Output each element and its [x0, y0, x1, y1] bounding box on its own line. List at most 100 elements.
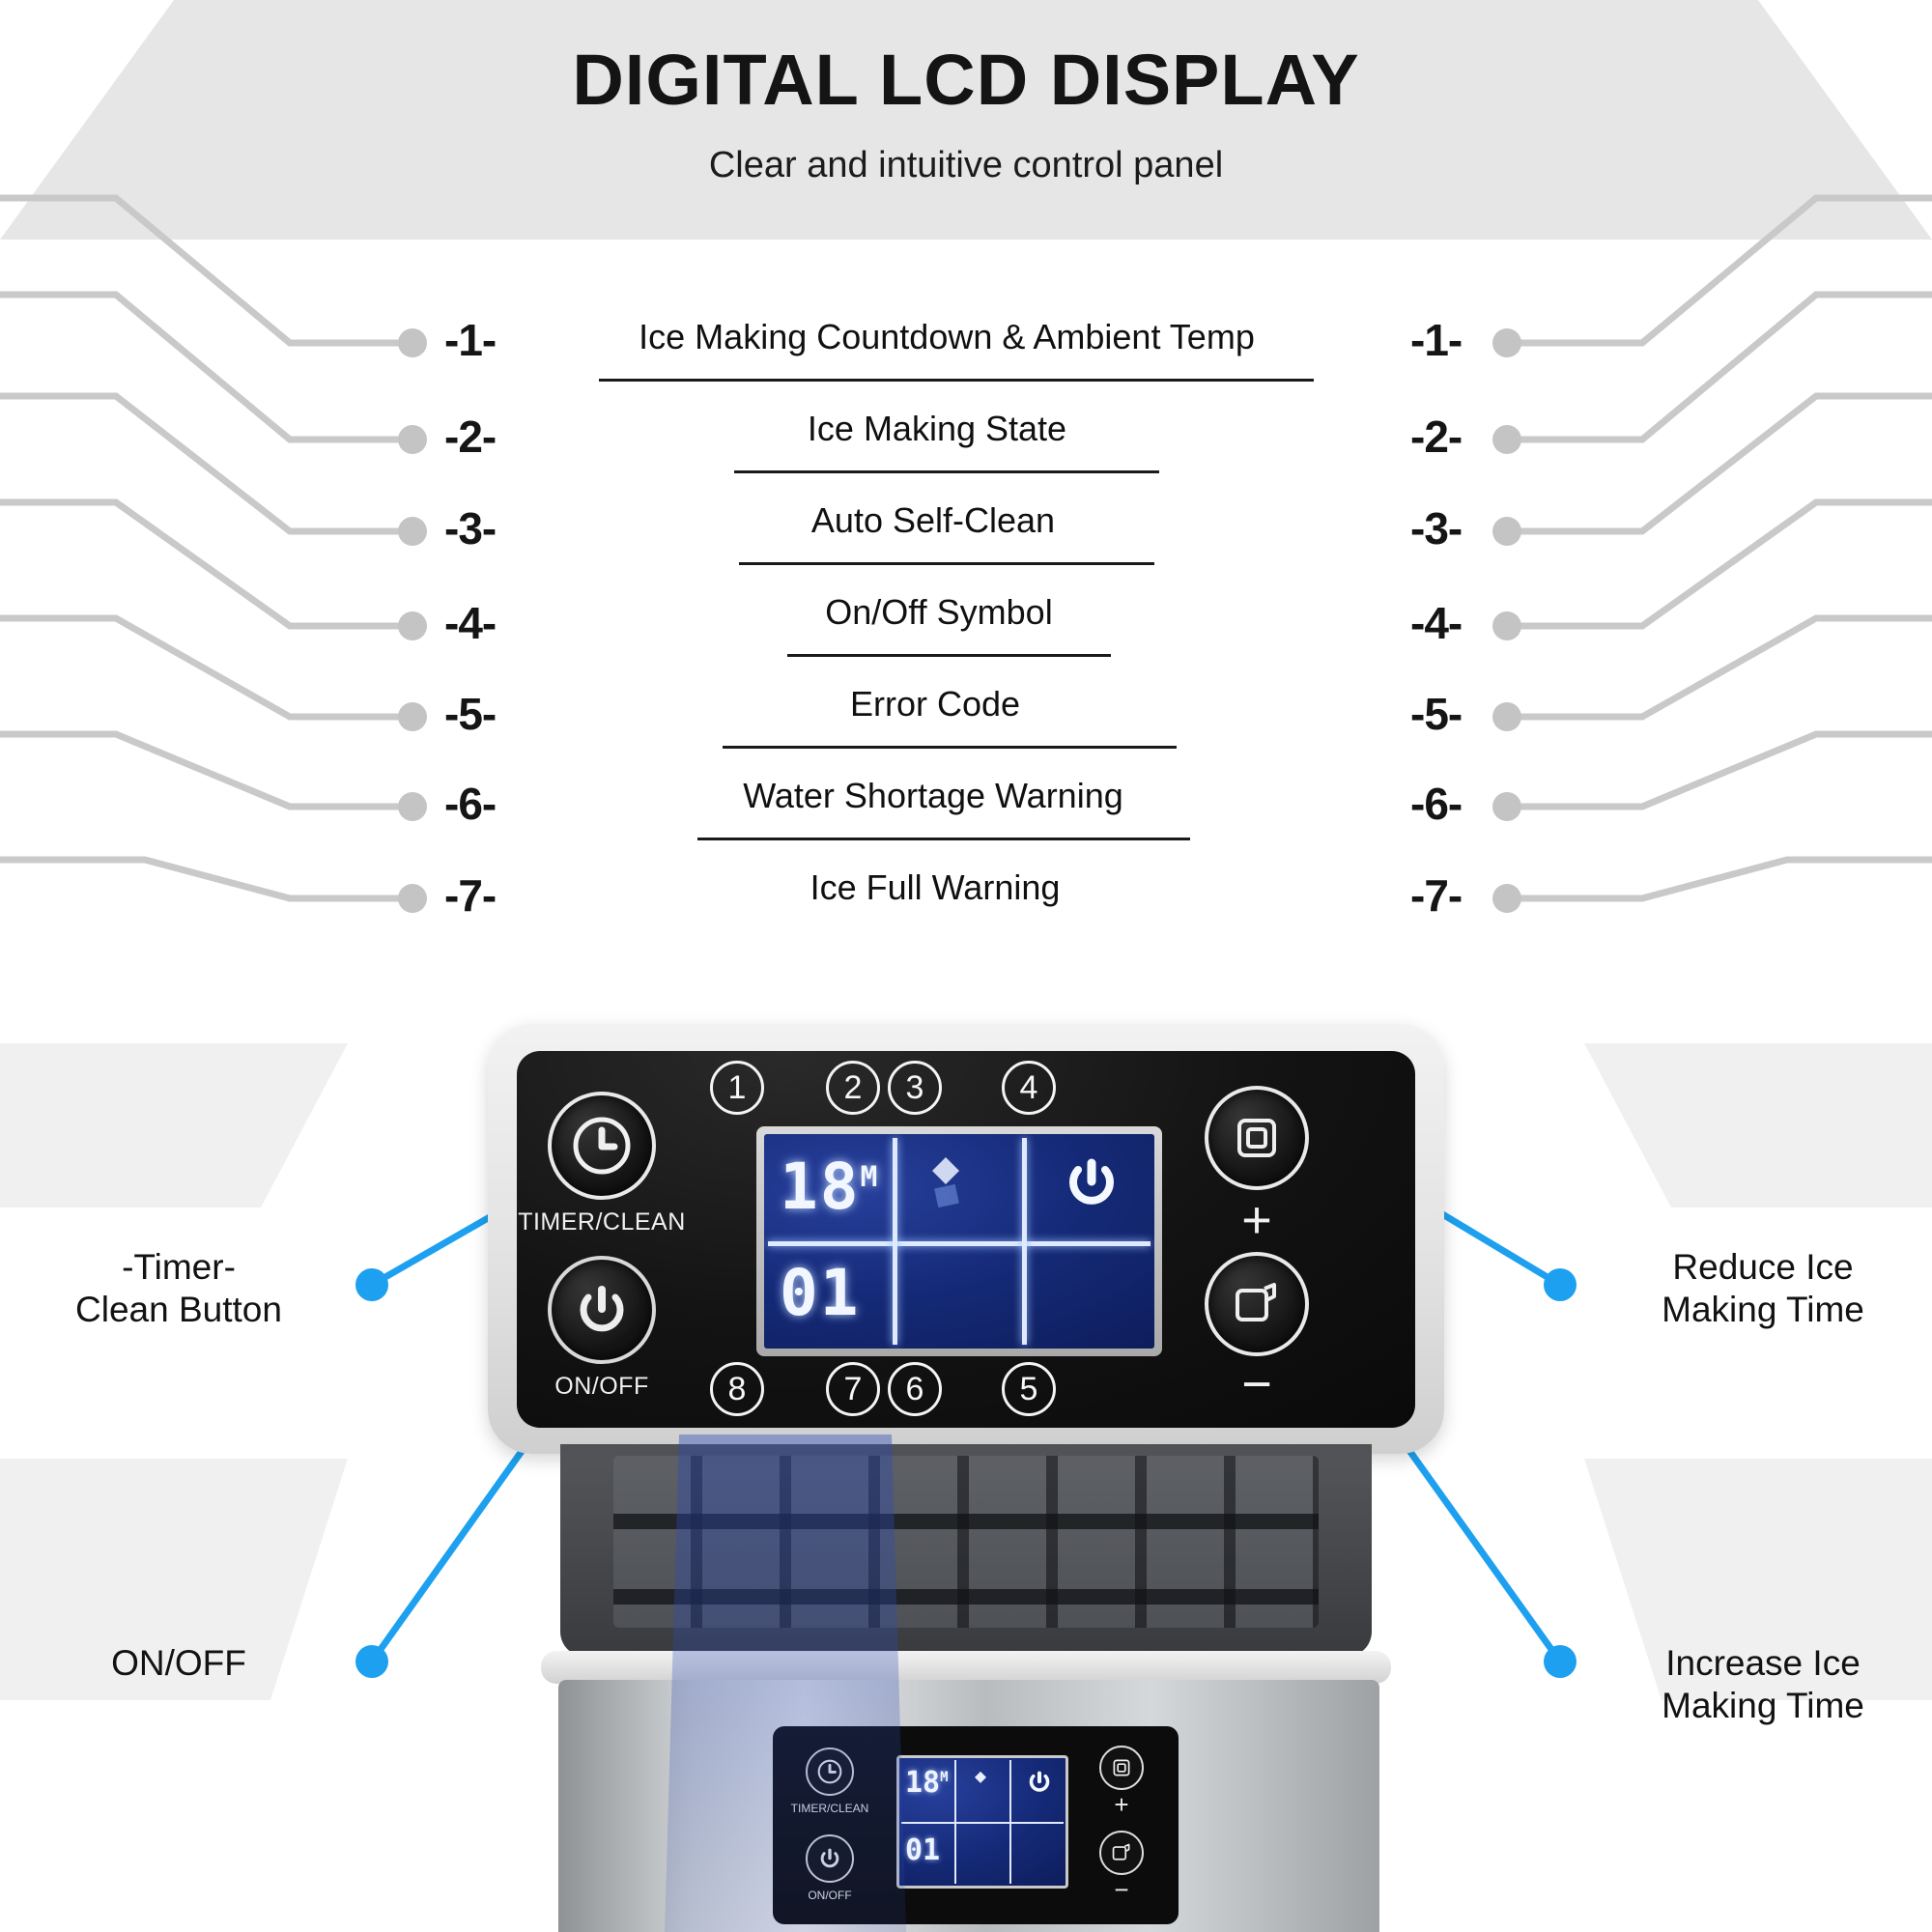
large-ice-cube-icon: [1112, 1843, 1130, 1861]
lcd-horizontal-divider: [768, 1241, 1151, 1246]
legend-text-1: Ice Making Countdown & Ambient Temp: [639, 317, 1255, 356]
callout-reduce-time: Reduce Ice Making Time: [1662, 1247, 1864, 1329]
lcd-vertical-divider-left: [893, 1138, 898, 1345]
mini-ice-making-icon: [975, 1771, 986, 1783]
legend-row: Error Code: [580, 676, 1314, 768]
ice-bin-shelf: [613, 1589, 1319, 1605]
mini-reduce-time-button[interactable]: [1099, 1746, 1144, 1790]
right-marker-dot: [1492, 702, 1521, 731]
right-marker-dot: [1492, 884, 1521, 913]
lcd-vertical-divider-right: [1021, 1138, 1027, 1345]
reduce-time-button[interactable]: [1205, 1086, 1309, 1190]
legend-text-6: Water Shortage Warning: [743, 776, 1123, 815]
legend-row: Water Shortage Warning: [580, 768, 1314, 860]
left-number-4: -4-: [444, 598, 497, 648]
minus-symbol: −: [1241, 1355, 1272, 1413]
marker-6: 6: [888, 1362, 942, 1416]
header-band: [0, 0, 1932, 240]
ice-bin-shelf: [613, 1514, 1319, 1529]
left-number-6: -6-: [444, 779, 497, 829]
mini-lcd-screen: 18M 01: [896, 1755, 1068, 1889]
right-number-7: -7-: [1410, 870, 1463, 921]
control-panel-enlarged: 1 2 3 4 8 7 6 5 TIMER/CLEAN: [488, 1024, 1444, 1454]
power-icon: [820, 1848, 839, 1868]
legend-text-3: Auto Self-Clean: [810, 500, 1056, 540]
right-marker-dot: [1492, 611, 1521, 640]
mini-timer-clean-label: TIMER/CLEAN: [790, 1802, 869, 1815]
legend-rule: [723, 746, 1177, 749]
power-icon: [580, 1286, 624, 1332]
lcd-bezel: 18M 01: [756, 1126, 1162, 1356]
left-marker-dot: [398, 884, 427, 913]
mini-minus-symbol: −: [1114, 1875, 1129, 1904]
left-number-2: -2-: [444, 412, 497, 462]
lcd-countdown-value: 18M: [780, 1150, 879, 1224]
power-label: ON/OFF: [554, 1373, 649, 1400]
legend-text-5: Error Code: [849, 684, 1021, 724]
plus-symbol: +: [1241, 1191, 1272, 1249]
timer-clean-button[interactable]: [548, 1092, 656, 1200]
leader-dot-timer: [355, 1268, 388, 1301]
leader-dot-reduce: [1544, 1268, 1577, 1301]
left-number-1: -1-: [444, 315, 497, 365]
mini-increase-time-button[interactable]: [1099, 1831, 1144, 1875]
mini-power-button[interactable]: [806, 1834, 854, 1883]
callout-increase-time: Increase Ice Making Time: [1662, 1643, 1864, 1725]
right-number-3: -3-: [1410, 503, 1463, 554]
left-number-5: -5-: [444, 689, 497, 739]
page-subtitle: Clear and intuitive control panel: [708, 145, 1224, 185]
increase-time-button[interactable]: [1205, 1252, 1309, 1356]
control-panel-face: 1 2 3 4 8 7 6 5 TIMER/CLEAN: [517, 1051, 1415, 1428]
right-number-5: -5-: [1410, 689, 1463, 739]
left-marker-dot: [398, 517, 427, 546]
left-marker-dot: [398, 425, 427, 454]
lcd-power-icon: [1069, 1158, 1114, 1205]
page-title: DIGITAL LCD DISPLAY: [572, 40, 1360, 120]
mini-lcd-power-icon: [1029, 1771, 1050, 1792]
clock-icon: [573, 1117, 631, 1175]
marker-5: 5: [1002, 1362, 1056, 1416]
legend-list: Ice Making Countdown & Ambient Temp Ice …: [580, 309, 1314, 952]
mini-lcd-secondary: 01: [905, 1833, 941, 1867]
left-number-3: -3-: [444, 503, 497, 554]
right-marker-dot: [1492, 517, 1521, 546]
marker-7: 7: [826, 1362, 880, 1416]
power-button[interactable]: [548, 1256, 656, 1364]
ice-making-icon: [932, 1157, 959, 1208]
ice-maker-machine: TIMER/CLEAN ON/OFF 18M 01: [483, 1444, 1449, 1932]
legend-row: Ice Full Warning: [580, 860, 1314, 952]
left-marker-dot: [398, 611, 427, 640]
legend-rule: [697, 838, 1190, 840]
legend-row: Ice Making Countdown & Ambient Temp: [580, 309, 1314, 401]
right-marker-dot: [1492, 792, 1521, 821]
lcd-screen: 18M 01: [764, 1134, 1154, 1349]
mini-lcd-countdown-unit: M: [940, 1770, 949, 1785]
legend-rule: [599, 379, 1314, 382]
mini-lcd-vline-left: [953, 1760, 956, 1884]
clock-icon: [817, 1759, 842, 1784]
control-panel-actual: TIMER/CLEAN ON/OFF 18M 01: [773, 1726, 1179, 1924]
lcd-countdown-number: 18: [780, 1150, 861, 1224]
mini-power-label: ON/OFF: [808, 1889, 852, 1902]
ice-bin: [560, 1444, 1372, 1657]
legend-row: Auto Self-Clean: [580, 493, 1314, 584]
left-number-7: -7-: [444, 870, 497, 921]
right-number-2: -2-: [1410, 412, 1463, 462]
right-number-6: -6-: [1410, 779, 1463, 829]
marker-3: 3: [888, 1061, 942, 1115]
lcd-secondary-value: 01: [780, 1256, 861, 1330]
mini-lcd-hline: [901, 1822, 1064, 1824]
mini-timer-clean-button[interactable]: [806, 1747, 854, 1796]
left-marker-dot: [398, 792, 427, 821]
right-marker-dot: [1492, 425, 1521, 454]
callout-onoff: ON/OFF: [111, 1643, 246, 1683]
marker-8: 8: [710, 1362, 764, 1416]
left-marker-dot: [398, 328, 427, 357]
mini-lcd-countdown-number: 18: [905, 1766, 941, 1800]
legend-text-7: Ice Full Warning: [810, 867, 1061, 907]
small-ice-cube-icon: [1237, 1119, 1276, 1157]
marker-4: 4: [1002, 1061, 1056, 1115]
legend-rule: [734, 470, 1159, 473]
bin-lip: [541, 1651, 1391, 1684]
